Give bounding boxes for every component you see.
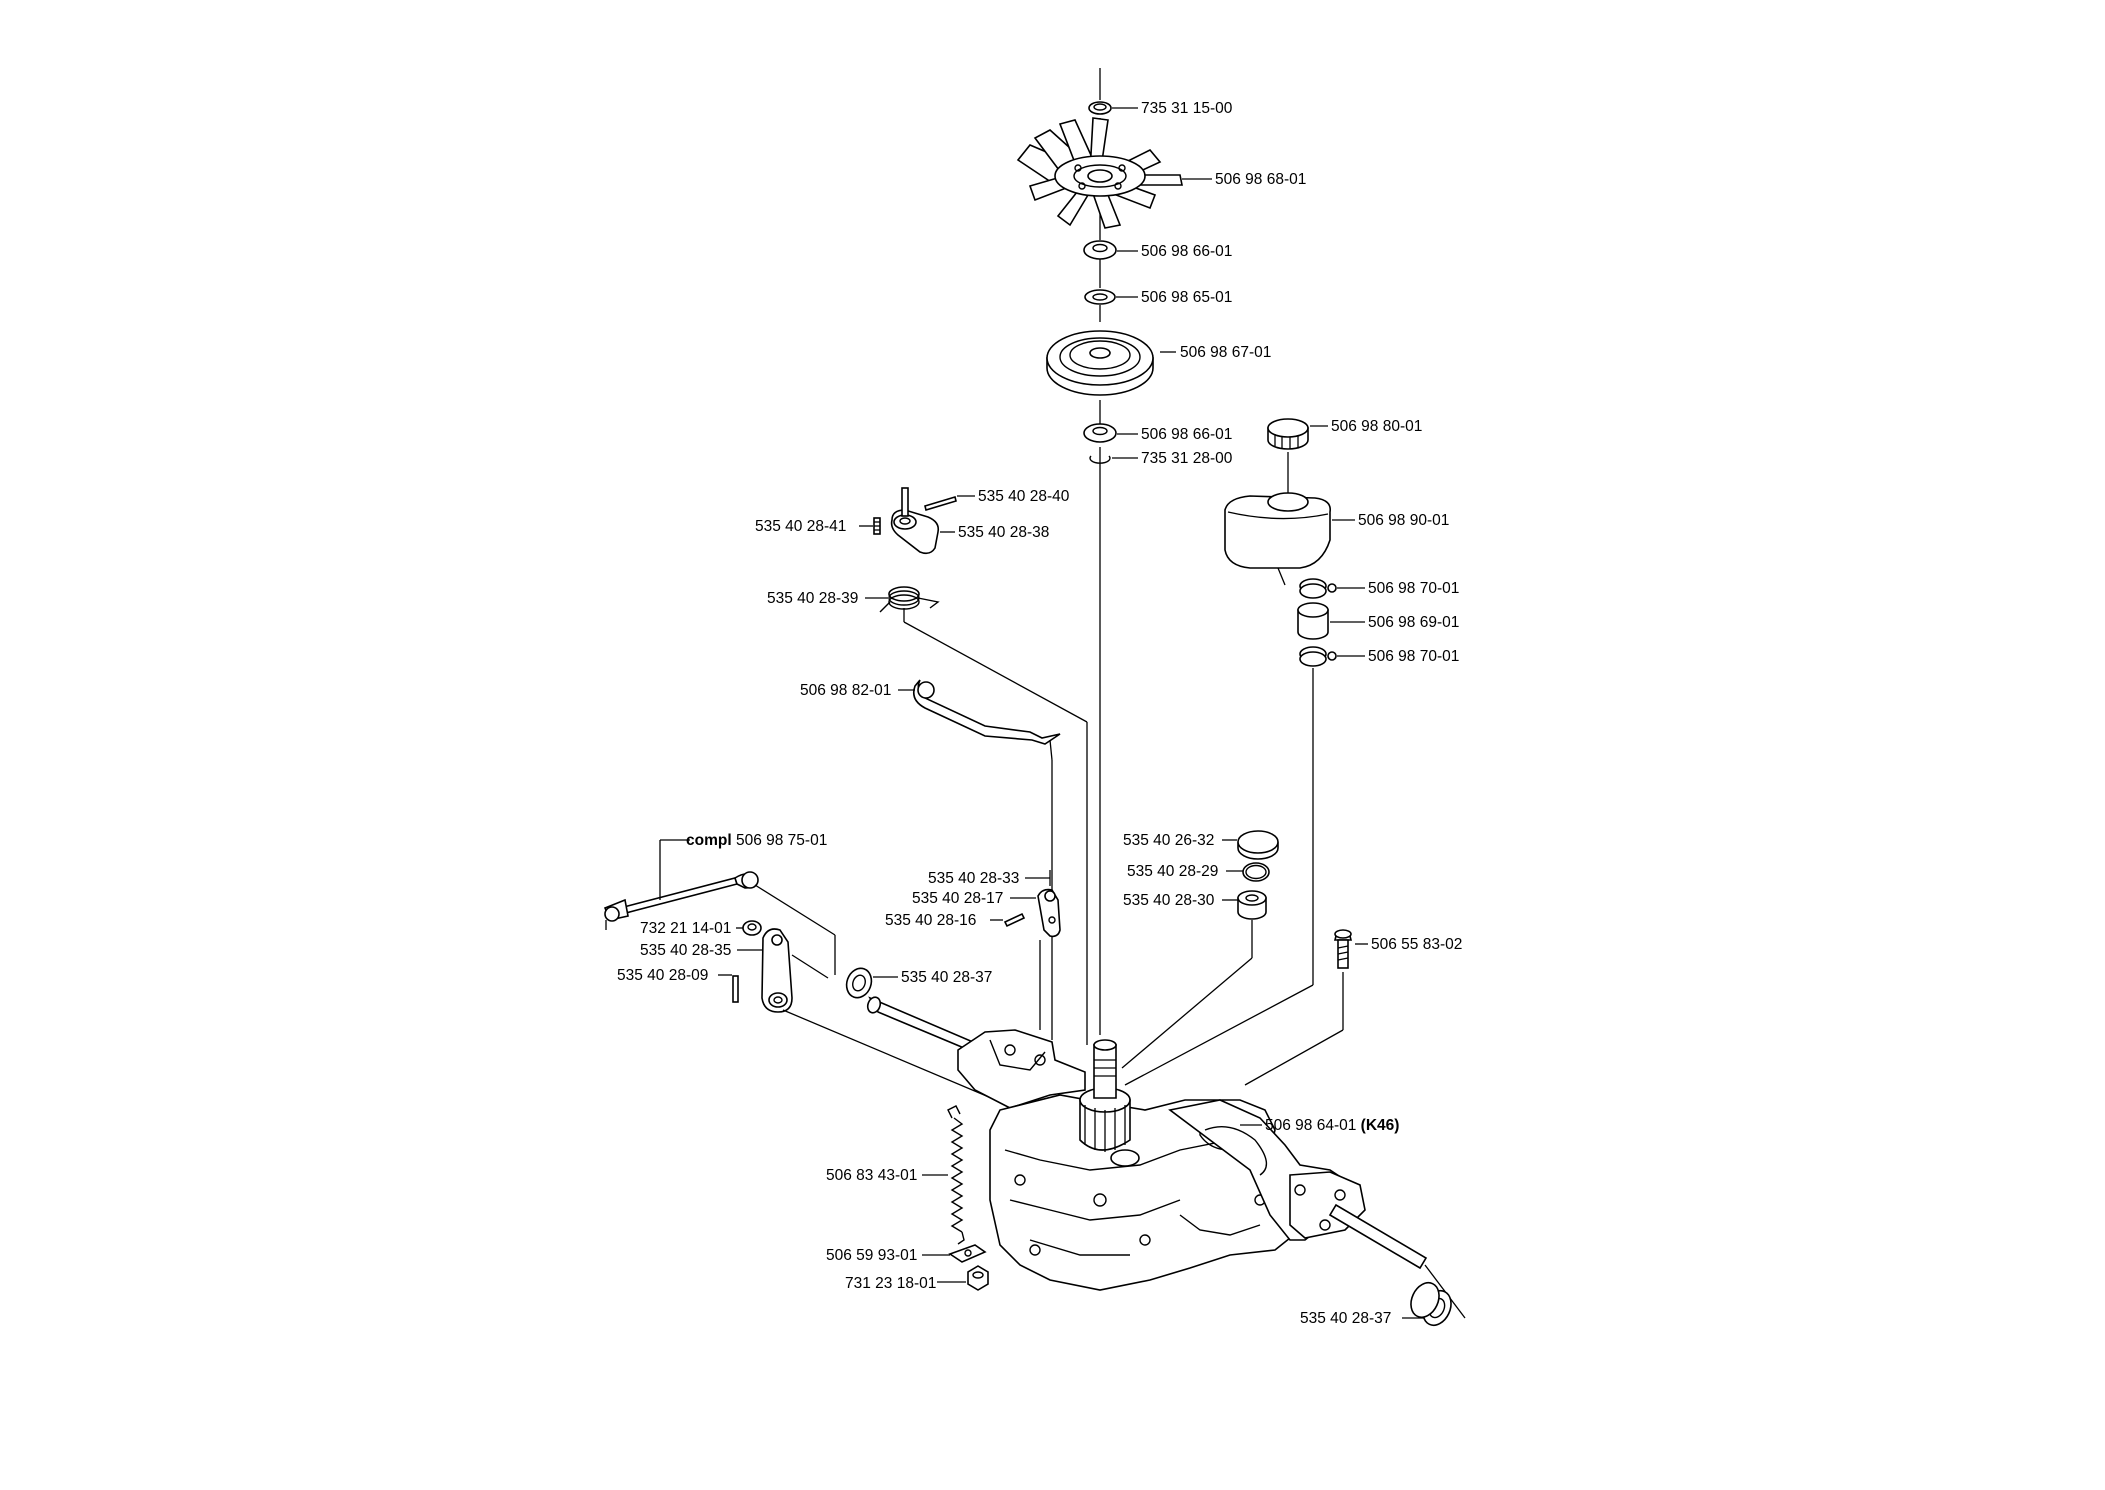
label-compl-prefix: compl — [686, 832, 732, 849]
label-535-40-28-17: 535 40 28-17 — [912, 890, 1003, 907]
torsion-spring — [879, 586, 940, 613]
hex-nut — [967, 1265, 989, 1291]
control-lever — [890, 487, 940, 555]
label-735-31-15-00: 735 31 15-00 — [1141, 100, 1233, 117]
label-535-40-28-39: 535 40 28-39 — [767, 590, 858, 607]
label-506-98-66-01-b: 506 98 66-01 — [1141, 426, 1232, 443]
label-506-83-43-01: 506 83 43-01 — [826, 1167, 917, 1184]
label-535-40-26-32: 535 40 26-32 — [1123, 832, 1214, 849]
plug-cap — [1237, 830, 1279, 860]
label-535-40-28-35: 535 40 28-35 — [640, 942, 731, 959]
label-506-98-65-01: 506 98 65-01 — [1141, 289, 1232, 306]
roll-pin — [924, 495, 957, 512]
label-535-40-28-38: 535 40 28-38 — [958, 524, 1049, 541]
label-506-98-68-01: 506 98 68-01 — [1215, 171, 1306, 188]
label-535-40-28-40: 535 40 28-40 — [978, 488, 1070, 505]
bushing-lower — [1083, 423, 1117, 443]
hose — [1297, 602, 1329, 640]
label-535-40-28-30: 535 40 28-30 — [1123, 892, 1215, 909]
circlip — [1089, 455, 1111, 464]
fitting — [1237, 890, 1267, 920]
label-506-98-64-01-k46: 506 98 64-01 (K46) — [1265, 1117, 1399, 1134]
label-535-40-28-37-b: 535 40 28-37 — [1300, 1310, 1391, 1327]
label-731-23-18-01: 731 23 18-01 — [845, 1275, 936, 1292]
reservoir-cap — [1267, 418, 1309, 450]
cooling-fan — [1016, 117, 1183, 229]
label-535-40-28-33: 535 40 28-33 — [928, 870, 1019, 887]
label-506-98-70-01-a: 506 98 70-01 — [1368, 580, 1459, 597]
label-506-55-83-02: 506 55 83-02 — [1371, 936, 1462, 953]
transaxle-housing — [866, 996, 1466, 1319]
washer — [1084, 289, 1116, 305]
bypass-lever — [761, 928, 793, 1013]
label-k46: (K46) — [1361, 1117, 1400, 1134]
label-535-40-28-09: 535 40 28-09 — [617, 967, 708, 984]
label-535-40-28-16: 535 40 28-16 — [885, 912, 976, 929]
label-506-98-64-01: 506 98 64-01 — [1265, 1117, 1356, 1134]
label-506-98-69-01: 506 98 69-01 — [1368, 614, 1459, 631]
pulley — [1046, 330, 1154, 396]
hose-clamp-lower — [1299, 646, 1337, 667]
pin-16 — [1003, 912, 1026, 928]
label-506-98-70-01-b: 506 98 70-01 — [1368, 648, 1459, 665]
label-506-98-90-01: 506 98 90-01 — [1358, 512, 1449, 529]
pin-09 — [732, 975, 739, 1003]
o-ring — [1242, 862, 1270, 882]
label-compl-506-98-75-01: compl 506 98 75-01 — [686, 832, 827, 849]
label-506-98-80-01: 506 98 80-01 — [1331, 418, 1422, 435]
retaining-ring-top — [1088, 101, 1112, 115]
label-506-98-66-01-a: 506 98 66-01 — [1141, 243, 1232, 260]
hose-clamp-upper — [1299, 578, 1337, 599]
label-506-98-67-01: 506 98 67-01 — [1180, 344, 1271, 361]
label-506-98-82-01: 506 98 82-01 — [800, 682, 891, 699]
label-506-98-75-01: 506 98 75-01 — [736, 832, 827, 849]
oil-seal-right — [1410, 1281, 1452, 1327]
label-732-21-14-01: 732 21 14-01 — [640, 920, 731, 937]
label-735-31-28-00: 735 31 28-00 — [1141, 450, 1233, 467]
label-535-40-28-37-a: 535 40 28-37 — [901, 969, 992, 986]
spring-pin — [873, 517, 881, 535]
pivot-bracket — [1037, 888, 1061, 938]
oil-seal-left — [845, 967, 873, 999]
oil-reservoir — [1224, 492, 1332, 586]
label-535-40-28-41: 535 40 28-41 — [755, 518, 846, 535]
linkage-rod — [912, 679, 1061, 745]
label-506-59-93-01: 506 59 93-01 — [826, 1247, 917, 1264]
bypass-rod — [603, 871, 759, 930]
washer-bracket — [948, 1244, 987, 1263]
label-535-40-28-29: 535 40 28-29 — [1127, 863, 1218, 880]
nut-small — [742, 920, 762, 936]
bolt — [1333, 929, 1353, 969]
bushing-upper — [1083, 240, 1117, 260]
